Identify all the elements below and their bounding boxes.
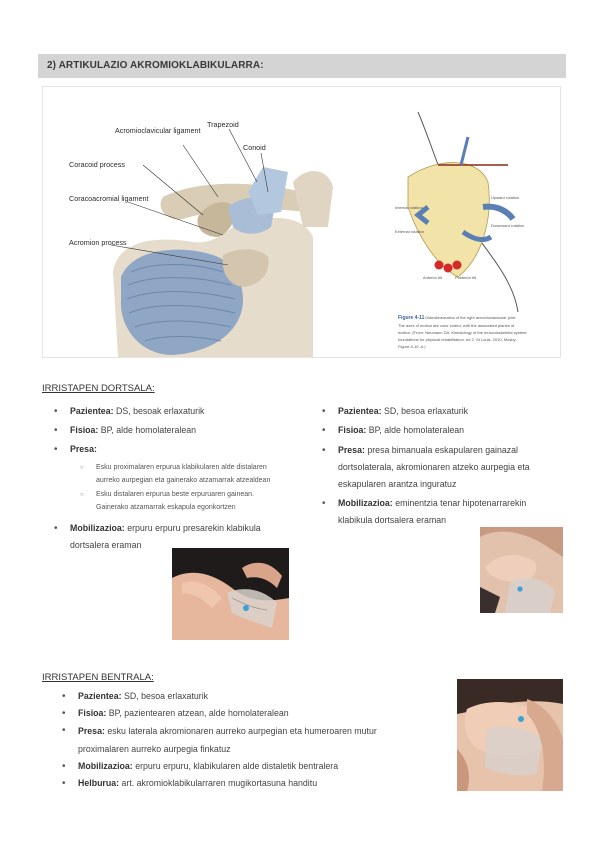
label-coracoacromial: Coracoacromial ligament bbox=[69, 194, 149, 203]
list-item: Fisioa: BP, alde homolateralean bbox=[54, 423, 314, 438]
list-item: Presa: presa bimanuala eskapularen gaina… bbox=[322, 442, 582, 493]
list-item: Mobilizazioa: erpuru erpuru, klabikulare… bbox=[62, 758, 442, 775]
label-internal-rotation: Internal rotation bbox=[395, 205, 423, 210]
label-external-rotation: External rotation bbox=[395, 229, 424, 234]
presa-sublist: Esku proximalaren erpurua klabikularen a… bbox=[78, 462, 314, 514]
list-item: Pazientea: SD, besoa erlaxaturik bbox=[62, 688, 442, 705]
bentrala-title: IRRISTAPEN BENTRALA: bbox=[42, 672, 154, 683]
list-item: Pazientea: DS, besoak erlaxaturik bbox=[54, 404, 314, 419]
figure-caption: Figure 4-11 Osteokinematics of the right… bbox=[398, 315, 527, 349]
list-item: Pazientea: SD, besoa erlaxaturik bbox=[322, 404, 582, 419]
label-downward-rotation: Downward rotation bbox=[491, 223, 524, 228]
caption-line2: The axes of motion are color coded, with… bbox=[398, 323, 515, 328]
label-acromion: Acromion process bbox=[69, 238, 127, 247]
label-anterior-tilt: Anterior tilt bbox=[423, 275, 443, 280]
label-trapezoid: Trapezoid bbox=[207, 120, 239, 129]
label-upward-rotation: Upward rotation bbox=[491, 195, 519, 200]
list-item: Helburua: art. akromioklabikularraren mu… bbox=[62, 775, 442, 792]
label-conoid: Conoid bbox=[243, 143, 266, 152]
list-item: Fisioa: BP, alde homolateralean bbox=[322, 423, 582, 438]
dortsala-title: IRRISTAPEN DORTSALA: bbox=[42, 383, 155, 394]
sublist-item: Esku distalaren erpurua beste erpuruaren… bbox=[78, 489, 314, 514]
caption-line5: Figure 5-10, A.) bbox=[398, 344, 426, 349]
caption-line1: Osteokinematics of the right acromioclav… bbox=[425, 315, 516, 320]
scapula-drawing: Upward rotation Downward rotation Intern… bbox=[395, 111, 524, 313]
anatomy-illustration: Acromioclavicular ligament Trapezoid Con… bbox=[69, 111, 527, 357]
caption-line4: foundations for physical rehabilitation,… bbox=[398, 337, 516, 342]
caption-line3: motion. (From: Neumann DA: Kinesiology o… bbox=[398, 330, 527, 335]
list-item: Mobilizazioa: erpuru erpuru presarekin k… bbox=[54, 520, 314, 554]
dortsala-right-list: Pazientea: SD, besoa erlaxaturik Fisioa:… bbox=[322, 404, 582, 529]
section-header: 2) ARTIKULAZIO AKROMIOKLABIKULARRA: bbox=[38, 54, 566, 78]
anatomy-figure: Acromioclavicular ligament Trapezoid Con… bbox=[42, 86, 561, 358]
dortsala-left-list: Pazientea: DS, besoak erlaxaturik Fisioa… bbox=[54, 404, 314, 554]
shoulder-drawing bbox=[113, 167, 333, 357]
list-item: Presa: Esku proximalaren erpurua klabiku… bbox=[54, 442, 314, 514]
figure-labels: Acromioclavicular ligament Trapezoid Con… bbox=[69, 120, 269, 266]
dorsal-glide-photo-1 bbox=[172, 548, 289, 640]
section-title: 2) ARTIKULAZIO AKROMIOKLABIKULARRA: bbox=[47, 60, 264, 71]
label-coracoid: Coracoid process bbox=[69, 160, 125, 169]
list-item: Fisioa: BP, pazientearen atzean, alde ho… bbox=[62, 705, 442, 722]
list-item: Mobilizazioa: eminentzia tenar hipotenar… bbox=[322, 495, 582, 529]
bentrala-list: Pazientea: SD, besoa erlaxaturik Fisioa:… bbox=[62, 688, 442, 792]
caption-head: Figure 4-11 bbox=[398, 315, 425, 321]
dorsal-glide-photo-2 bbox=[480, 527, 563, 613]
label-posterior-tilt: Posterior tilt bbox=[455, 275, 477, 280]
list-item: Presa: esku laterala akromionaren aurrek… bbox=[62, 722, 442, 758]
sublist-item: Esku proximalaren erpurua klabikularen a… bbox=[78, 462, 314, 487]
ventral-glide-photo bbox=[457, 679, 563, 791]
label-acromioclavicular: Acromioclavicular ligament bbox=[115, 126, 200, 135]
